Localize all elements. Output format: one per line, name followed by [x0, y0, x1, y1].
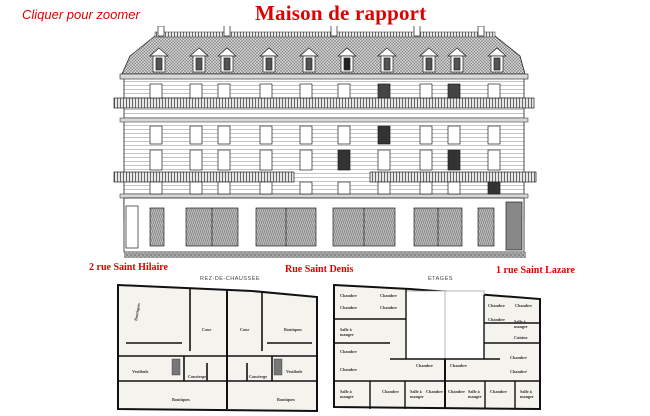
room-label: Chambre: [380, 305, 397, 310]
room-label: Cuisine: [514, 335, 528, 340]
zoom-hint-link[interactable]: Cliquer pour zoomer: [22, 7, 140, 22]
street-label-right: 1 rue Saint Lazare: [496, 265, 575, 276]
room-label: Salle à: [410, 389, 423, 394]
room-label: manger: [520, 394, 534, 399]
room-label: Salle à: [514, 319, 527, 324]
room-label: Boutiques: [172, 397, 190, 402]
upper-floors-plan-title: ÉTAGES: [428, 276, 453, 282]
room-label: Chambre: [448, 389, 465, 394]
room-label: Boutiques: [133, 302, 141, 321]
upper-floors-plan[interactable]: Chambre Chambre Chambre Chambre Salle à …: [330, 281, 550, 413]
street-label-center: Rue Saint Denis: [285, 264, 354, 275]
room-label: Chambre: [450, 363, 467, 368]
room-label: manger: [410, 394, 424, 399]
room-label: Salle à: [340, 389, 353, 394]
room-label: Chambre: [488, 303, 505, 308]
room-label: manger: [514, 324, 528, 329]
room-label: Chambre: [510, 355, 527, 360]
room-label: manger: [468, 394, 482, 399]
room-label: Vestibule: [132, 369, 149, 374]
room-label: manger: [340, 394, 354, 399]
room-label: Cour: [202, 327, 211, 332]
room-label: Chambre: [426, 389, 443, 394]
facade-elevation-image[interactable]: [110, 26, 540, 258]
ground-floor-plan-title: REZ-DE-CHAUSSÉE: [200, 276, 261, 282]
room-label: Chambre: [510, 369, 527, 374]
room-label: Chambre: [488, 317, 505, 322]
street-label-left: 2 rue Saint Hilaire: [89, 262, 168, 273]
room-label: Chambre: [515, 303, 532, 308]
ground-floor-plan[interactable]: Boutiques Cour Cour Boutiques Vestibule …: [112, 281, 322, 413]
room-label: Chambre: [416, 363, 433, 368]
room-label: Chambre: [490, 389, 507, 394]
room-label: Concierge: [249, 374, 267, 379]
room-label: Chambre: [340, 293, 357, 298]
room-label: Chambre: [340, 305, 357, 310]
room-label: Concierge: [188, 374, 206, 379]
room-label: manger: [340, 332, 354, 337]
room-label: Salle à: [520, 389, 533, 394]
room-label: Chambre: [380, 293, 397, 298]
room-label: Chambre: [382, 389, 399, 394]
room-label: Vestibule: [286, 369, 303, 374]
room-label: Chambre: [340, 349, 357, 354]
room-label: Salle à: [340, 327, 353, 332]
room-label: Salle à: [468, 389, 481, 394]
room-label: Chambre: [340, 367, 357, 372]
page-title: Maison de rapport: [255, 1, 427, 25]
room-label: Cour: [240, 327, 249, 332]
room-label: Boutiques: [284, 327, 302, 332]
room-label: Boutiques: [277, 397, 295, 402]
